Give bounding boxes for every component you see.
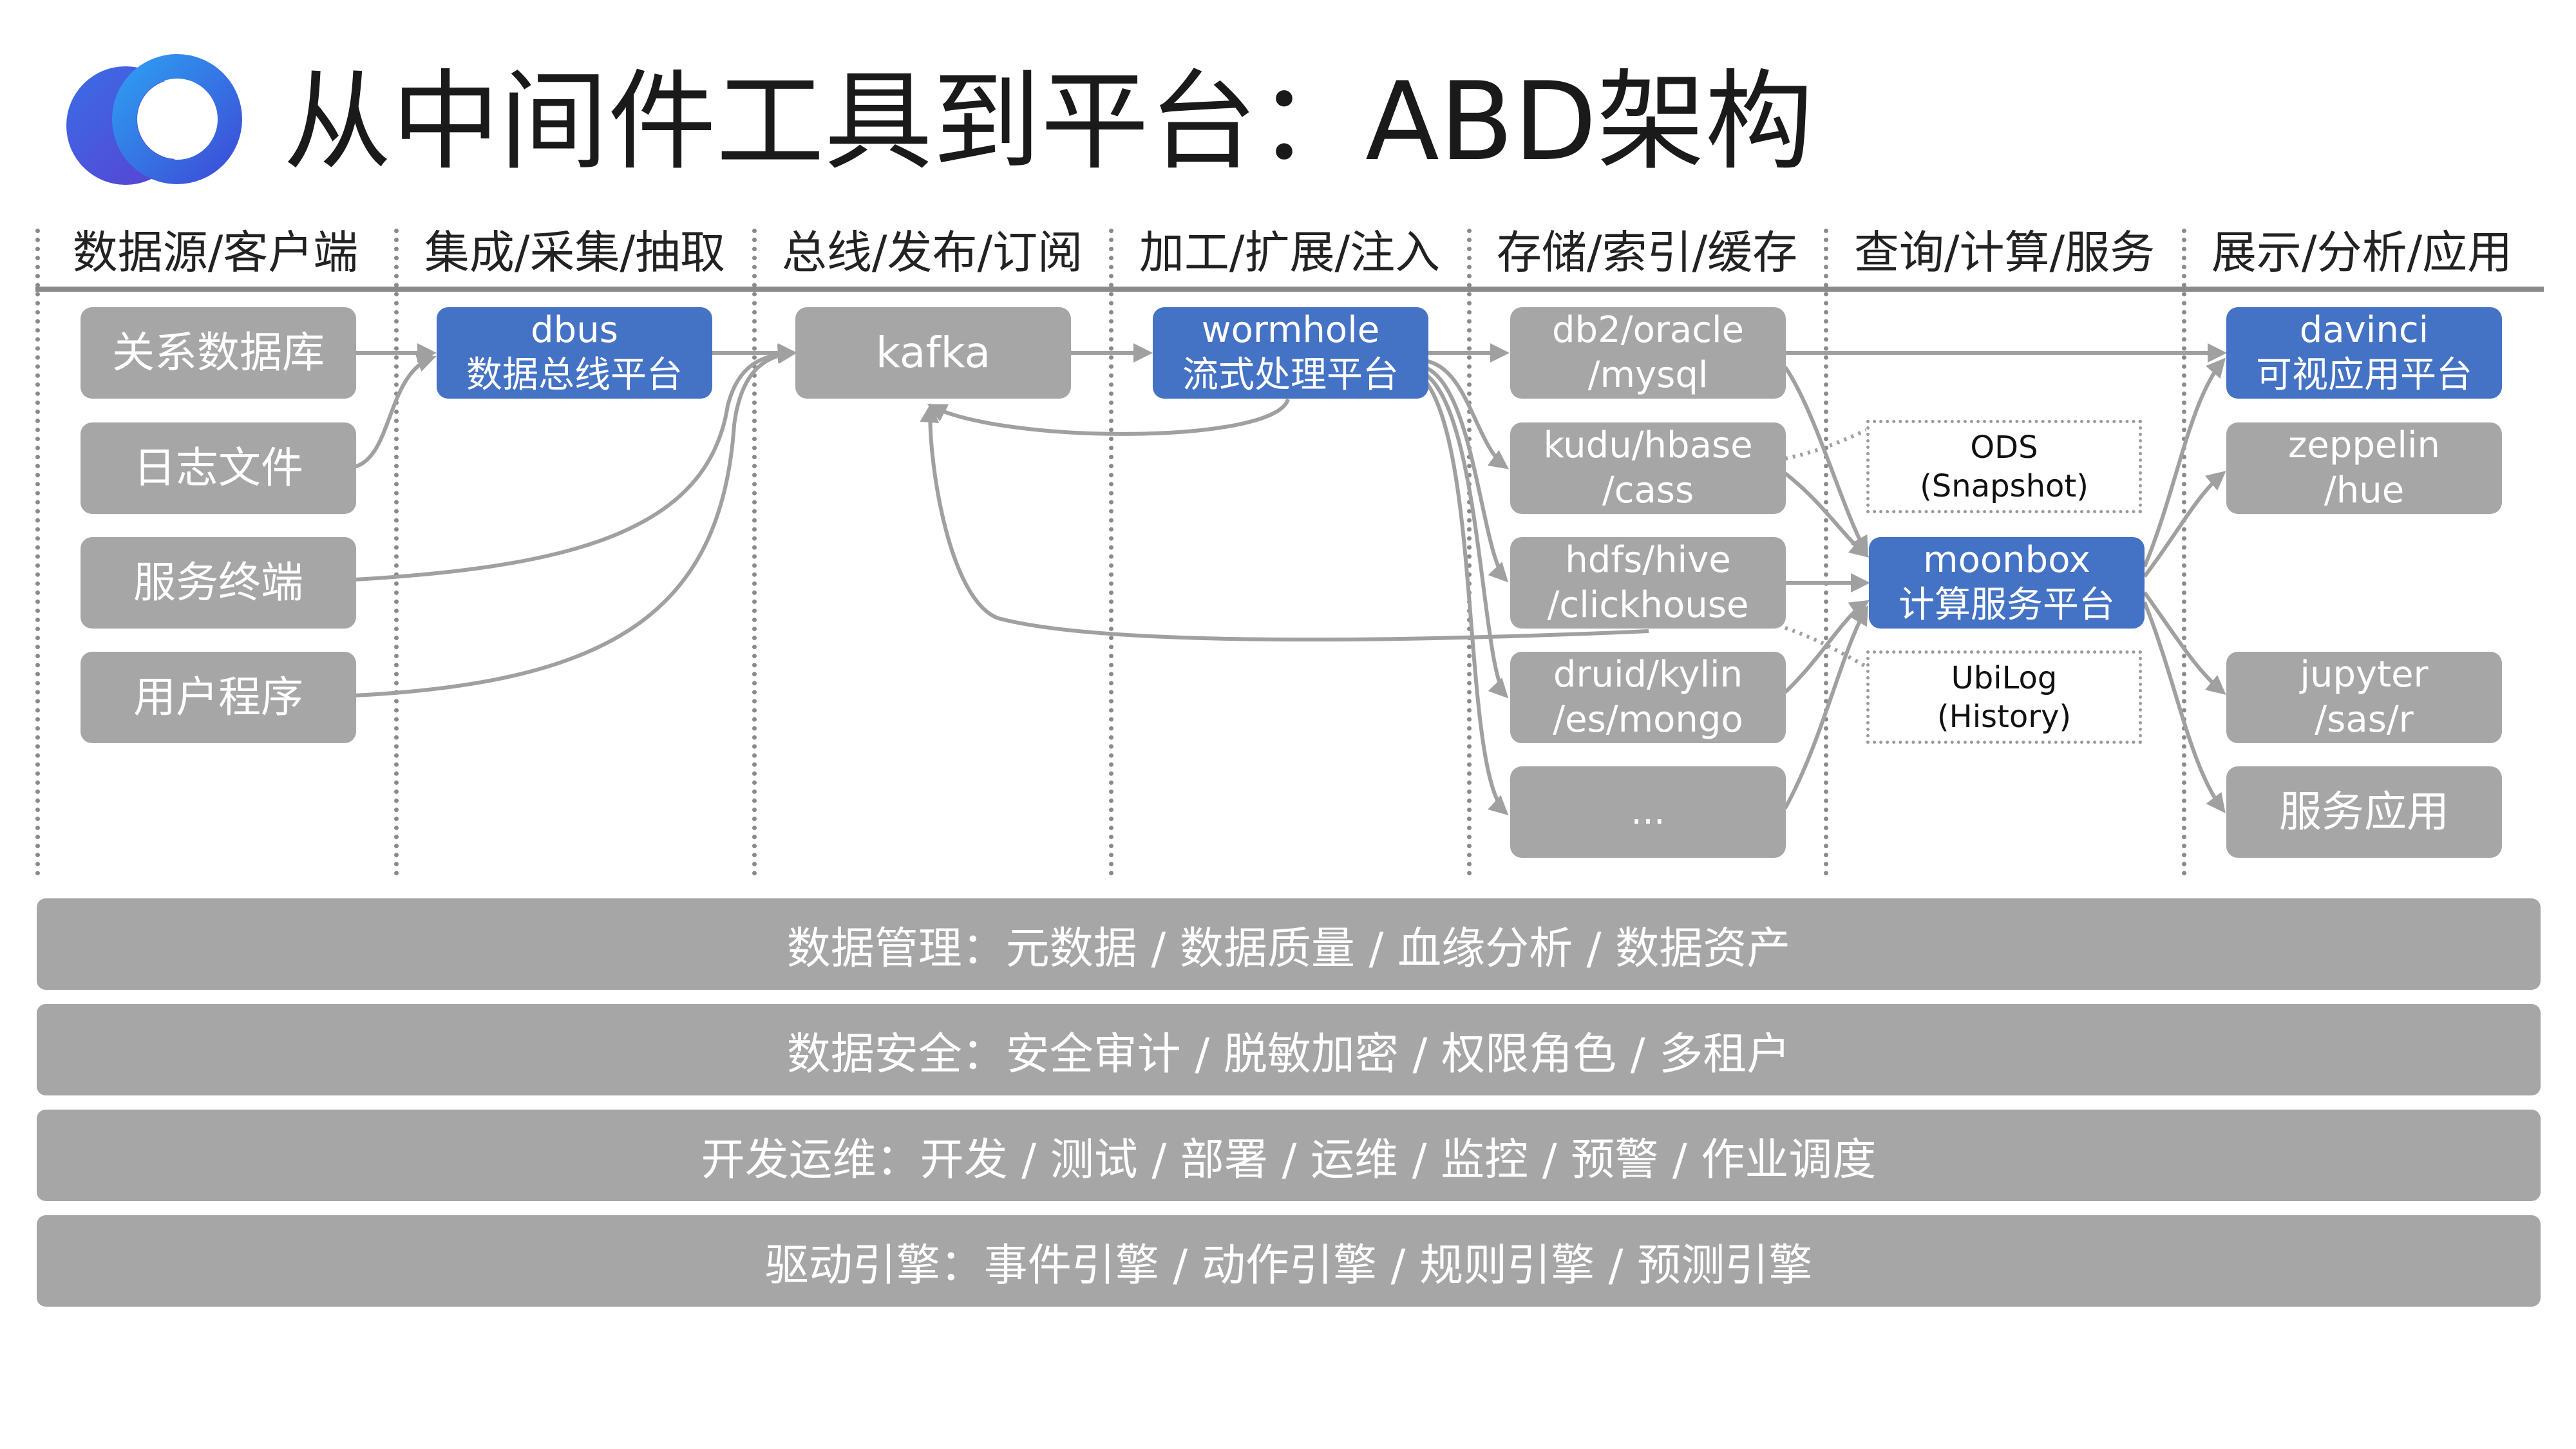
node-line2: /cass — [1602, 469, 1694, 511]
arrow-moonbox-to-davinci — [2143, 357, 2226, 568]
arrow-wormhole-to-druid — [1423, 372, 1509, 699]
bar-devops: 开发运维：开发 / 测试 / 部署 / 运维 / 监控 / 预警 / 作业调度 — [37, 1110, 2541, 1201]
node-name: davinci — [2299, 309, 2429, 351]
node-ubilog-history: UbiLog(History) — [1866, 650, 2142, 744]
node-relational-db: 关系数据库 — [80, 307, 356, 399]
node-jupyter-sas-r: jupyter/sas/r — [2226, 652, 2502, 743]
node-desc: 计算服务平台 — [1899, 584, 2115, 626]
node-desc: 流式处理平台 — [1182, 354, 1399, 396]
column-divider — [752, 229, 757, 876]
column-header-integration: 集成/采集/抽取 — [424, 226, 726, 279]
column-divider — [1467, 229, 1472, 876]
column-header-processing: 加工/扩展/注入 — [1139, 226, 1441, 279]
arrow-log-to-dbus — [354, 353, 437, 469]
node-line1: db2/oracle — [1552, 309, 1744, 351]
node-kafka: kafka — [795, 307, 1071, 399]
node-line2: (Snapshot) — [1920, 468, 2088, 504]
node-desc: 数据总线平台 — [466, 354, 683, 396]
node-dbus: dbus 数据总线平台 — [437, 307, 712, 399]
arrow-wormhole-to-hdfs — [1423, 365, 1509, 583]
node-service-terminal: 服务终端 — [80, 537, 356, 629]
node-line2: (History) — [1937, 698, 2072, 735]
column-divider — [1824, 229, 1828, 876]
column-header-bus: 总线/发布/订阅 — [781, 226, 1083, 279]
node-label: 服务终端 — [133, 557, 303, 607]
column-header-storage: 存储/索引/缓存 — [1496, 226, 1798, 279]
node-line1: ... — [1631, 791, 1665, 833]
node-kudu-hbase-cass: kudu/hbase/cass — [1510, 422, 1786, 514]
node-zeppelin-hue: zeppelin/hue — [2226, 422, 2502, 514]
arrow-moonbox-to-service — [2143, 601, 2226, 813]
node-ods-snapshot: ODS(Snapshot) — [1866, 420, 2142, 513]
node-name: wormhole — [1201, 309, 1380, 351]
column-divider — [394, 229, 399, 876]
node-line2: /es/mongo — [1553, 699, 1743, 741]
node-line2: /mysql — [1587, 354, 1709, 396]
node-label: 关系数据库 — [112, 327, 325, 377]
arrow-db2-to-moonbox — [1783, 366, 1868, 556]
node-label: 用户程序 — [133, 672, 303, 722]
node-db2-oracle-mysql: db2/oracle/mysql — [1510, 307, 1786, 399]
node-name: moonbox — [1923, 539, 2090, 581]
bar-data-security: 数据安全：安全审计 / 脱敏加密 / 权限角色 / 多租户 — [37, 1004, 2541, 1095]
node-desc: 可视应用平台 — [2256, 354, 2472, 396]
node-name: dbus — [531, 309, 618, 351]
node-line2: /hue — [2324, 469, 2405, 511]
column-header-presentation: 展示/分析/应用 — [2211, 226, 2513, 279]
node-line1: hdfs/hive — [1565, 539, 1731, 581]
bar-data-management: 数据管理：元数据 / 数据质量 / 血缘分析 / 数据资产 — [37, 898, 2541, 990]
node-line1: druid/kylin — [1553, 654, 1743, 696]
arrow-moonbox-to-zeppelin — [2143, 471, 2226, 578]
node-line1: 服务应用 — [2279, 786, 2449, 837]
node-davinci: davinci 可视应用平台 — [2226, 307, 2502, 399]
arrow-program-to-kafka — [354, 345, 797, 697]
arrow-wormhole-to-kudu — [1424, 359, 1509, 469]
node-wormhole: wormhole 流式处理平台 — [1153, 307, 1428, 399]
arrow-kudu-to-moonbox — [1784, 471, 1870, 558]
node-service-apps: 服务应用 — [2226, 766, 2502, 858]
arrow-druid-to-moonbox — [1783, 600, 1870, 694]
node-log-files: 日志文件 — [80, 422, 356, 514]
node-line2: /sas/r — [2315, 699, 2414, 741]
arrow-terminal-to-kafka — [354, 343, 797, 582]
arrow-wormhole-to-kafka — [927, 398, 1290, 436]
node-line1: jupyter — [2300, 654, 2429, 696]
node-moonbox: moonbox 计算服务平台 — [1869, 537, 2145, 629]
arrow-hdfs-to-kafka — [920, 403, 1649, 642]
header-rule — [35, 287, 2544, 292]
arrow-moonbox-to-jupyter — [2143, 591, 2226, 695]
node-user-program: 用户程序 — [80, 652, 356, 743]
column-divider — [35, 229, 40, 876]
node-line1: zeppelin — [2287, 424, 2440, 466]
node-label: kafka — [875, 327, 991, 377]
node-label: 日志文件 — [133, 442, 303, 493]
column-divider — [2182, 229, 2186, 876]
arrow-more-to-moonbox — [1783, 605, 1869, 810]
node-line2: /clickhouse — [1547, 584, 1749, 626]
page-title: 从中间件工具到平台：ABD架构 — [283, 59, 1814, 185]
column-header-sources: 数据源/客户端 — [72, 226, 359, 279]
column-divider — [1109, 229, 1113, 876]
link-kudu-to-ods — [1785, 428, 1868, 460]
node-druid-kylin-es-mongo: druid/kylin/es/mongo — [1510, 652, 1786, 743]
bar-driver-engine: 驱动引擎：事件引擎 / 动作引擎 / 规则引擎 / 预测引擎 — [37, 1215, 2541, 1307]
node-hdfs-hive-clickhouse: hdfs/hive/clickhouse — [1510, 537, 1786, 629]
node-line1: kudu/hbase — [1543, 424, 1753, 466]
column-header-query: 查询/计算/服务 — [1853, 226, 2155, 279]
node-line1: ODS — [1970, 429, 2038, 466]
node-more-storage: ... — [1510, 766, 1786, 858]
arrow-wormhole-to-more — [1423, 379, 1509, 816]
node-line1: UbiLog — [1951, 659, 2058, 696]
logo-icon — [66, 54, 242, 185]
